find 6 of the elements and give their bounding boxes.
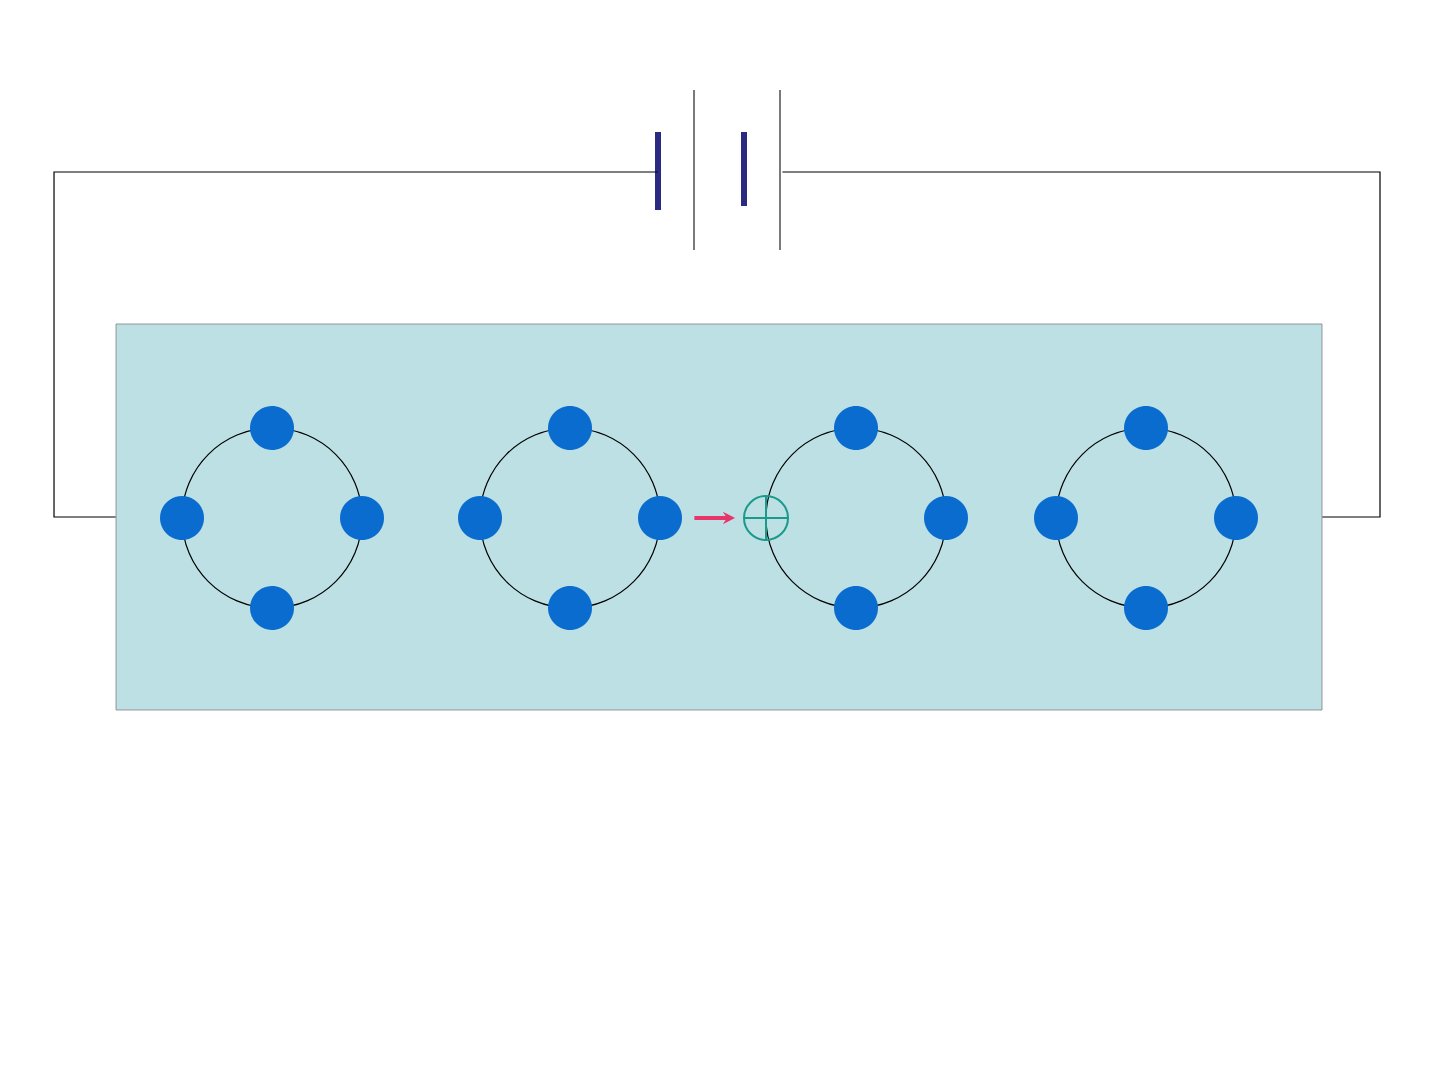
electron xyxy=(638,496,682,540)
wire xyxy=(781,171,1381,518)
hole-symbol xyxy=(743,495,789,541)
crystal-block xyxy=(115,323,1323,711)
battery-symbol xyxy=(655,89,781,251)
wire xyxy=(53,171,659,518)
